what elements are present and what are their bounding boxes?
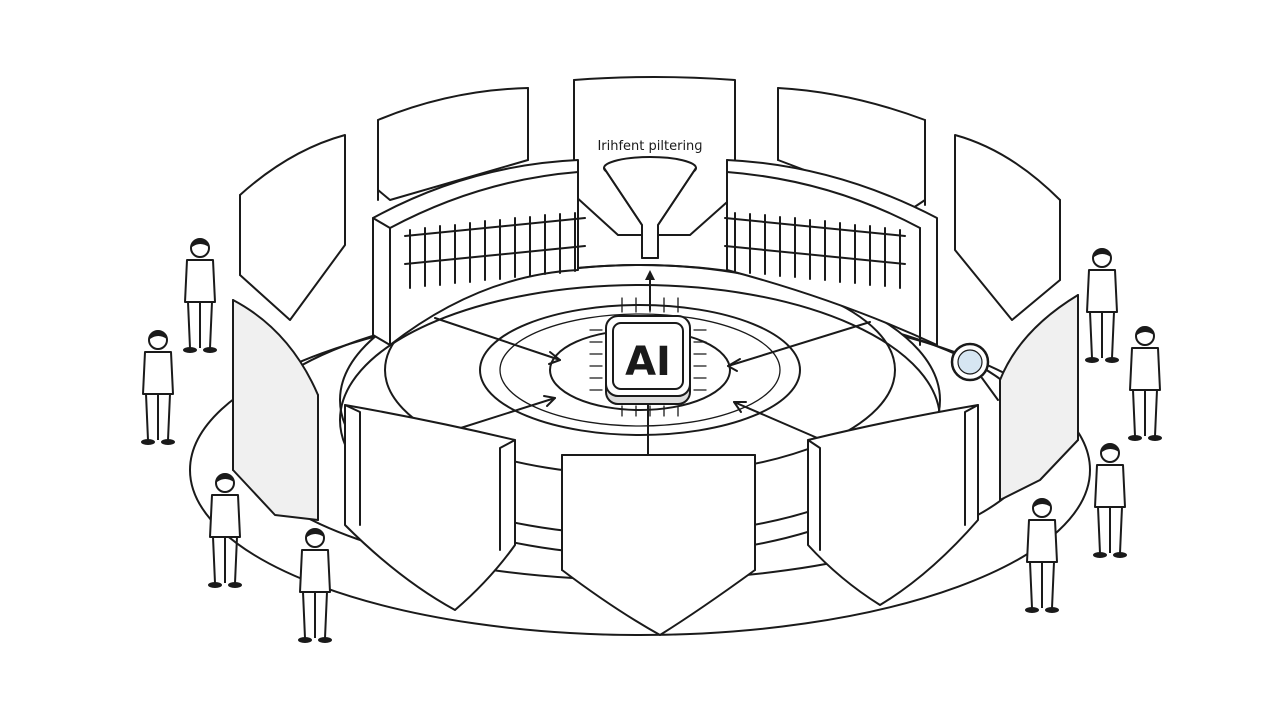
magnifier-icon [950, 342, 999, 401]
person-icon [1084, 248, 1120, 364]
funnel-icon [603, 156, 697, 259]
person-icon [140, 330, 176, 446]
person-icon [182, 238, 218, 354]
panel-back-right [777, 87, 926, 211]
signal-arrows [434, 270, 871, 456]
shield-panel-front-right [807, 404, 979, 606]
person-icon [1092, 443, 1128, 559]
shield-panel-front-left [344, 404, 516, 611]
shield-panel-front-center [561, 454, 756, 636]
panel-mid-right [999, 294, 1079, 501]
panel-far-left [239, 134, 346, 321]
fence-panel-right [724, 159, 938, 346]
fence-panel-left [372, 159, 586, 346]
panel-back-left [377, 87, 529, 201]
ai-chip-icon: AI [589, 297, 707, 417]
panel-far-right [954, 134, 1061, 321]
person-icon [1127, 326, 1163, 442]
funnel-label: Irihfent pilterinɡ [597, 139, 702, 154]
chip-label: AI [625, 339, 671, 385]
panel-mid-left [232, 299, 319, 521]
